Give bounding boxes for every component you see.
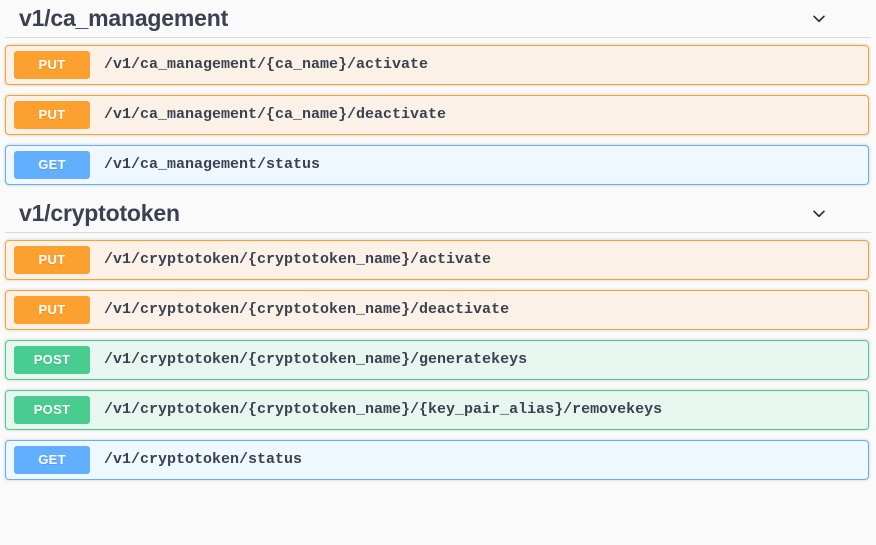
chevron-down-icon[interactable]	[809, 204, 829, 224]
operation-row[interactable]: GET/v1/cryptotoken/status	[5, 440, 869, 480]
operation-summary[interactable]: PUT/v1/cryptotoken/{cryptotoken_name}/ac…	[6, 242, 868, 278]
operation-path: /v1/cryptotoken/{cryptotoken_name}/deact…	[104, 301, 510, 318]
http-method-badge: POST	[14, 396, 90, 424]
operation-summary[interactable]: PUT/v1/ca_management/{ca_name}/activate	[6, 47, 868, 83]
operation-path: /v1/cryptotoken/{cryptotoken_name}/activ…	[104, 251, 492, 268]
operation-summary[interactable]: GET/v1/ca_management/status	[6, 147, 868, 183]
operation-path: /v1/cryptotoken/{cryptotoken_name}/{key_…	[104, 401, 663, 418]
operation-row[interactable]: GET/v1/ca_management/status	[5, 145, 869, 185]
section-header-v1-cryptotoken[interactable]: v1/cryptotoken	[5, 195, 871, 233]
operation-summary[interactable]: POST/v1/cryptotoken/{cryptotoken_name}/{…	[6, 392, 868, 428]
operation-path: /v1/ca_management/{ca_name}/deactivate	[104, 106, 447, 123]
operation-summary[interactable]: GET/v1/cryptotoken/status	[6, 442, 868, 478]
operation-list: PUT/v1/cryptotoken/{cryptotoken_name}/ac…	[0, 240, 876, 480]
section-title: v1/ca_management	[19, 5, 229, 31]
operation-row[interactable]: PUT/v1/cryptotoken/{cryptotoken_name}/de…	[5, 290, 869, 330]
operation-row[interactable]: PUT/v1/ca_management/{ca_name}/activate	[5, 45, 869, 85]
operation-path: /v1/cryptotoken/{cryptotoken_name}/gener…	[104, 351, 528, 368]
operation-row[interactable]: POST/v1/cryptotoken/{cryptotoken_name}/g…	[5, 340, 869, 380]
operation-row[interactable]: PUT/v1/ca_management/{ca_name}/deactivat…	[5, 95, 869, 135]
http-method-badge: PUT	[14, 101, 90, 129]
http-method-badge: GET	[14, 151, 90, 179]
operation-path: /v1/ca_management/{ca_name}/activate	[104, 56, 429, 73]
operation-summary[interactable]: PUT/v1/ca_management/{ca_name}/deactivat…	[6, 97, 868, 133]
operation-row[interactable]: POST/v1/cryptotoken/{cryptotoken_name}/{…	[5, 390, 869, 430]
operation-path: /v1/cryptotoken/status	[104, 451, 303, 468]
section-header-v1-ca-management[interactable]: v1/ca_management	[5, 0, 871, 38]
chevron-down-icon[interactable]	[809, 9, 829, 29]
operation-row[interactable]: PUT/v1/cryptotoken/{cryptotoken_name}/ac…	[5, 240, 869, 280]
operation-summary[interactable]: POST/v1/cryptotoken/{cryptotoken_name}/g…	[6, 342, 868, 378]
http-method-badge: POST	[14, 346, 90, 374]
http-method-badge: PUT	[14, 51, 90, 79]
operation-summary[interactable]: PUT/v1/cryptotoken/{cryptotoken_name}/de…	[6, 292, 868, 328]
http-method-badge: GET	[14, 446, 90, 474]
http-method-badge: PUT	[14, 246, 90, 274]
operation-path: /v1/ca_management/status	[104, 156, 321, 173]
section-title: v1/cryptotoken	[19, 200, 180, 226]
http-method-badge: PUT	[14, 296, 90, 324]
